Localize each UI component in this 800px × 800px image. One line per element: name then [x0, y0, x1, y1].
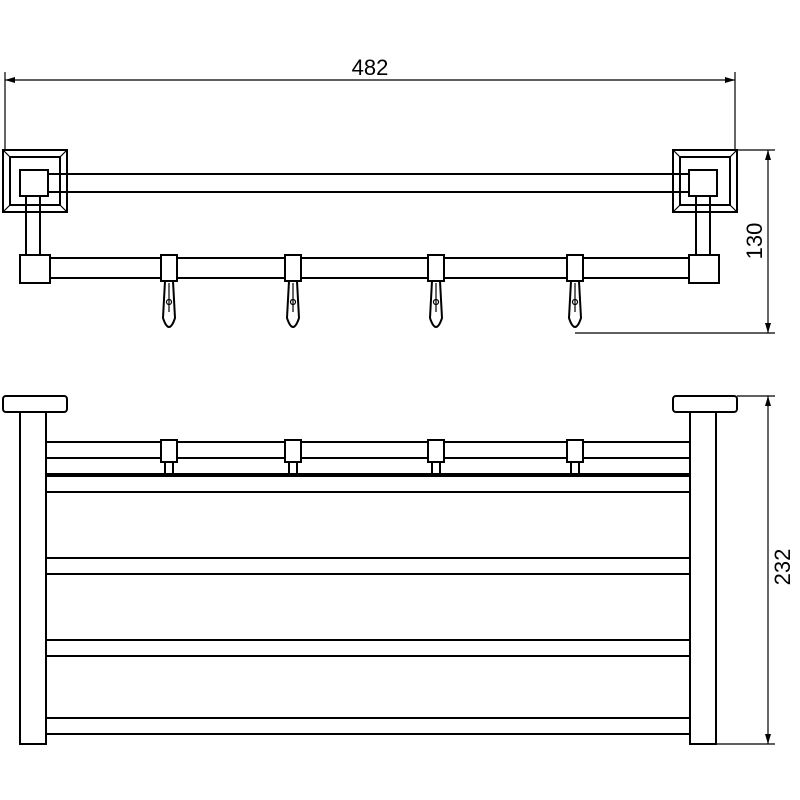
left-wall-flange [2, 149, 68, 213]
front-towel-bar [45, 475, 691, 493]
right-wall-flange [672, 149, 738, 213]
front-height-arrow-bottom [765, 734, 771, 744]
width-dimension-label: 482 [352, 55, 389, 80]
top-height-arrow-top [765, 150, 771, 160]
top-height-dimension: 130 [575, 149, 775, 334]
front-hook [284, 439, 302, 477]
front-right-upright [689, 411, 717, 745]
width-arrow-right [725, 77, 735, 83]
front-left-upright [19, 411, 47, 745]
top-hook [427, 254, 445, 328]
front-height-arrow-top [765, 396, 771, 406]
front-towel-bars [45, 475, 691, 735]
front-towel-bar [45, 717, 691, 735]
front-hook-rail-upper [45, 441, 691, 459]
top-height-dimension-label: 130 [742, 223, 767, 260]
front-right-wall-cap [672, 395, 738, 413]
top-upper-rail [46, 173, 691, 193]
top-right-lower-block [688, 254, 720, 284]
front-left-wall-cap [2, 395, 68, 413]
width-arrow-left [5, 77, 15, 83]
width-dimension: 482 [4, 55, 736, 150]
front-hooks [160, 439, 584, 477]
front-towel-bar [45, 639, 691, 657]
front-view: 232 [2, 395, 795, 745]
top-hook [284, 254, 302, 328]
front-hook [427, 439, 445, 477]
front-height-dimension: 232 [716, 395, 795, 745]
top-lower-rail [47, 257, 691, 279]
front-hook [160, 439, 178, 477]
front-height-dimension-label: 232 [770, 549, 795, 586]
top-right-rail-block [688, 169, 718, 197]
top-hook [160, 254, 178, 328]
front-hook [566, 439, 584, 477]
top-view: 482 [2, 55, 775, 334]
front-towel-bar [45, 557, 691, 575]
top-left-lower-block [19, 254, 51, 284]
top-height-arrow-bottom [765, 323, 771, 333]
front-hook-rail-lower [45, 457, 691, 475]
top-hook [566, 254, 584, 328]
top-left-rail-block [19, 169, 49, 197]
top-hooks [160, 254, 584, 328]
